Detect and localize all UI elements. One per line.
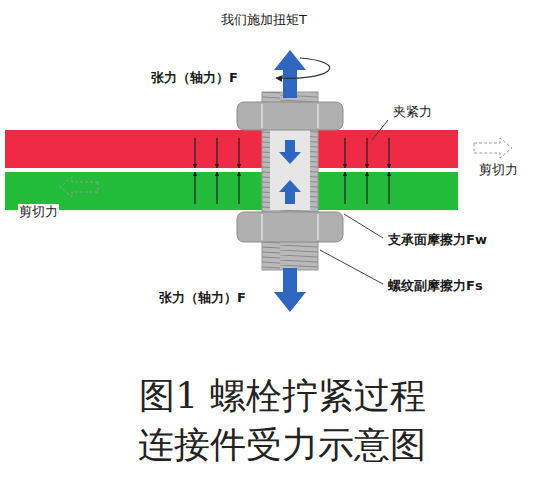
thread-friction-label: 螺纹副摩擦力Fs [387,278,484,294]
shear-force-label: 剪切力 [478,162,519,178]
upper-plate [318,130,458,168]
clamp-force-label: 夹紧力 [392,104,433,120]
leader-line [344,214,383,238]
torque-label: 我们施加扭矩T [220,12,308,28]
shear-arrow [474,138,512,158]
shank-core [270,130,310,210]
leader-line [320,250,383,284]
shear-force-label: 剪切力 [18,204,59,220]
tension-arrow [274,268,306,312]
tension-label: 张力（轴力）F [150,70,239,86]
figure-caption: 图1 螺栓拧紧过程 连接件受力示意图 [133,372,432,469]
lower-plate [318,172,458,210]
inner-arrow [279,180,301,204]
inner-arrow [279,140,301,164]
nut [237,212,343,242]
leader-line [372,120,388,140]
tension-arrow [274,50,306,98]
torque-arrow [276,58,330,78]
shear-arrow [60,177,98,197]
upper-plate [5,130,262,168]
bearing-friction-label: 支承面摩擦力Fw [387,232,488,248]
tension-label: 张力（轴力）F [158,290,247,306]
bolt-head [237,102,343,130]
